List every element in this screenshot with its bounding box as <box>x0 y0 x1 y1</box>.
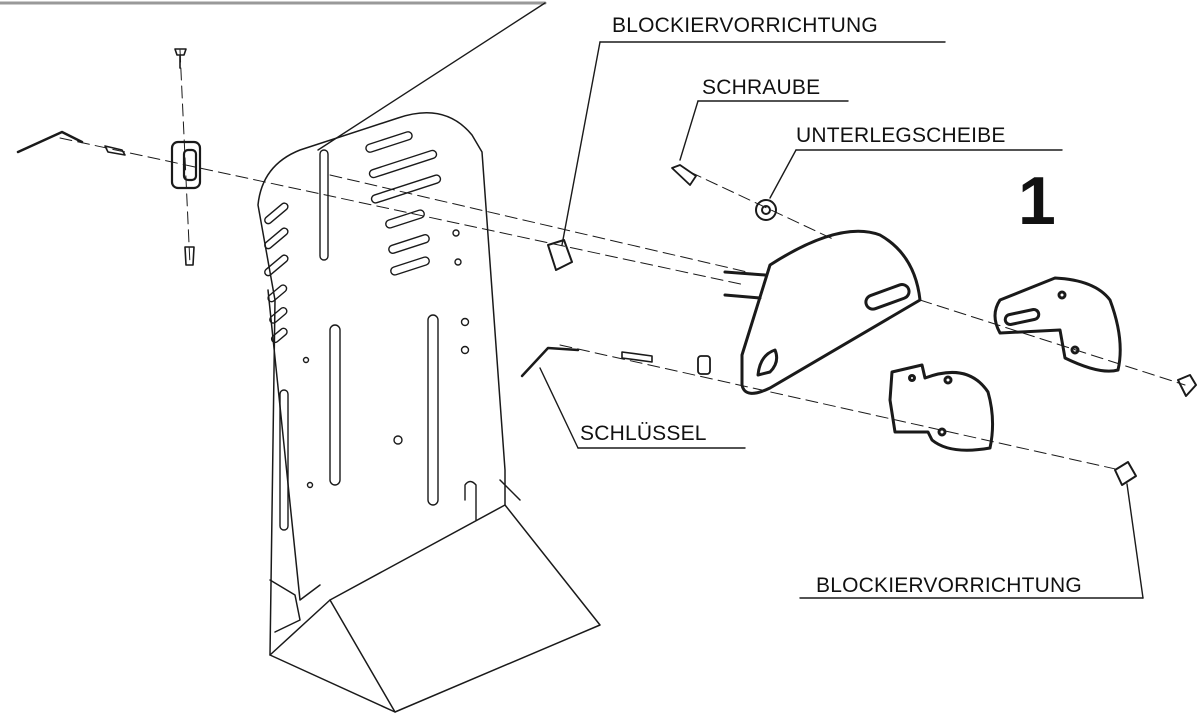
label-blocking-device-top: BLOCKIERVORRICHTUNG <box>612 14 878 37</box>
assembly-axes <box>59 49 1186 471</box>
screw <box>671 164 697 186</box>
center-lock-block <box>547 239 573 271</box>
left-lock-block <box>170 140 202 190</box>
label-washer: UNTERLEGSCHEIBE <box>796 124 1006 147</box>
center-key <box>520 346 580 378</box>
right-bracket-upper <box>993 276 1122 373</box>
label-key: SCHLÜSSEL <box>580 422 707 445</box>
lock-nub-lower <box>1114 461 1137 486</box>
center-nut <box>697 355 711 375</box>
left-key <box>16 130 84 154</box>
left-screws <box>174 48 195 266</box>
label-screw: SCHRAUBE <box>702 76 821 99</box>
right-bracket-lower <box>888 363 995 452</box>
step-number: 1 <box>1018 163 1056 239</box>
left-pin <box>104 145 126 156</box>
washer <box>755 199 777 221</box>
bracket-plate <box>723 229 922 395</box>
leader-lines <box>317 2 1144 599</box>
seat-frame <box>257 112 601 713</box>
label-blocking-device-bottom: BLOCKIERVORRICHTUNG <box>816 574 1082 597</box>
lock-nub-upper <box>1177 374 1197 397</box>
seat-back-slots <box>264 131 477 531</box>
center-pin <box>621 351 653 363</box>
